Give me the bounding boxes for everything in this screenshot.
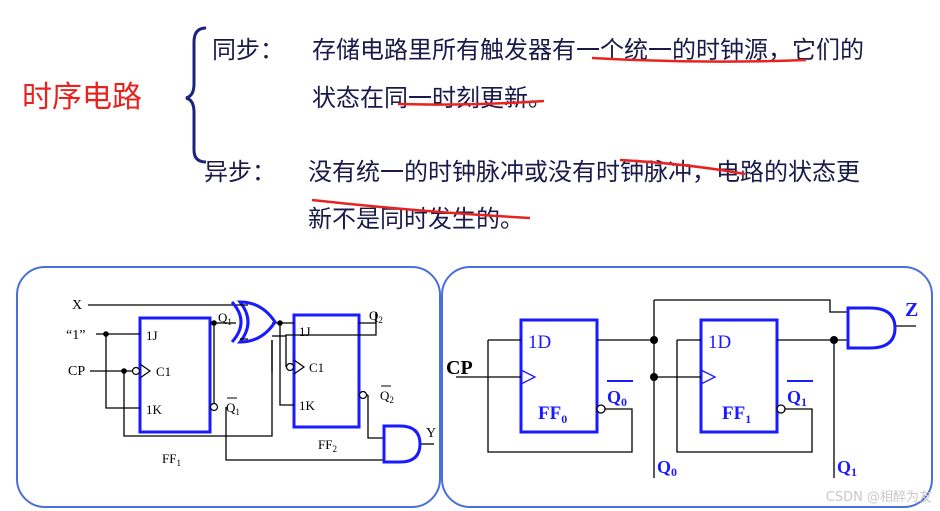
left-circuit: X “1” CP 1J C1 1K 1J C1 1K FF1 FF2 Q1 Q1… [66, 298, 436, 468]
and-gate-left [382, 424, 422, 464]
ff0-qbar-label: Q0 [607, 387, 627, 409]
ff1r-pin-1d: 1D [708, 332, 731, 353]
output-z: Z [905, 299, 918, 321]
ff1-pin-1k: 1K [146, 402, 163, 417]
underline-same-moment [397, 99, 545, 106]
ff1-pin-1j: 1J [146, 328, 158, 343]
input-cp-right: CP [446, 357, 473, 379]
ff1r-box [699, 318, 779, 434]
red-annotations [311, 56, 807, 220]
ff1-box [138, 316, 212, 434]
sync-line1: 存储电路里所有触发器有一个统一的时钟源，它们的 [312, 36, 864, 64]
xor-gate [230, 300, 277, 344]
ff2-box [292, 313, 361, 429]
left-panel [16, 266, 441, 508]
right-panel [441, 266, 933, 508]
underline-unified-clock [591, 56, 807, 63]
right-circuit: CP 1D 1D FF0 FF1 Q0 Q1 Q0 Q1 Z [446, 299, 918, 479]
ff1r-label: FF1 [722, 403, 751, 426]
input-x: X [72, 298, 82, 313]
sync-label: 同步： [212, 36, 284, 64]
ff2-pin-1k: 1K [299, 398, 316, 413]
brace [185, 26, 207, 164]
input-one: “1” [66, 328, 85, 343]
ff1r-qbar-label: Q1 [787, 387, 807, 409]
async-label: 异步： [204, 158, 276, 186]
q2-label: Q2 [369, 308, 383, 325]
ff1-pin-c1: C1 [156, 364, 171, 379]
q2bar-label: Q2 [380, 388, 394, 405]
ff0-box [519, 318, 599, 434]
output-y: Y [426, 426, 436, 441]
heading: 时序电路 [22, 80, 142, 115]
ff2-label: FF2 [318, 437, 337, 454]
and-gate-right [846, 306, 897, 350]
q1bar-label: Q1 [226, 400, 240, 417]
ff0-label: FF0 [538, 403, 567, 426]
ff2-pin-1j: 1J [299, 324, 311, 339]
q1-label: Q1 [218, 310, 232, 327]
input-cp-left: CP [68, 364, 85, 379]
ff2-pin-c1: C1 [309, 360, 324, 375]
ff0-pin-1d: 1D [528, 332, 551, 353]
strike-no-clock [619, 158, 746, 176]
watermark: CSDN @相醉为友 [825, 490, 932, 505]
strike-not-simultaneous [311, 198, 531, 220]
async-line1: 没有统一的时钟脉冲或没有时钟脉冲，电路的状态更 [308, 158, 860, 186]
sync-line2: 状态在同一时刻更新。 [312, 84, 552, 112]
ff1-label: FF1 [162, 451, 181, 468]
q1-output: Q1 [837, 457, 857, 479]
q0-output: Q0 [657, 457, 677, 479]
